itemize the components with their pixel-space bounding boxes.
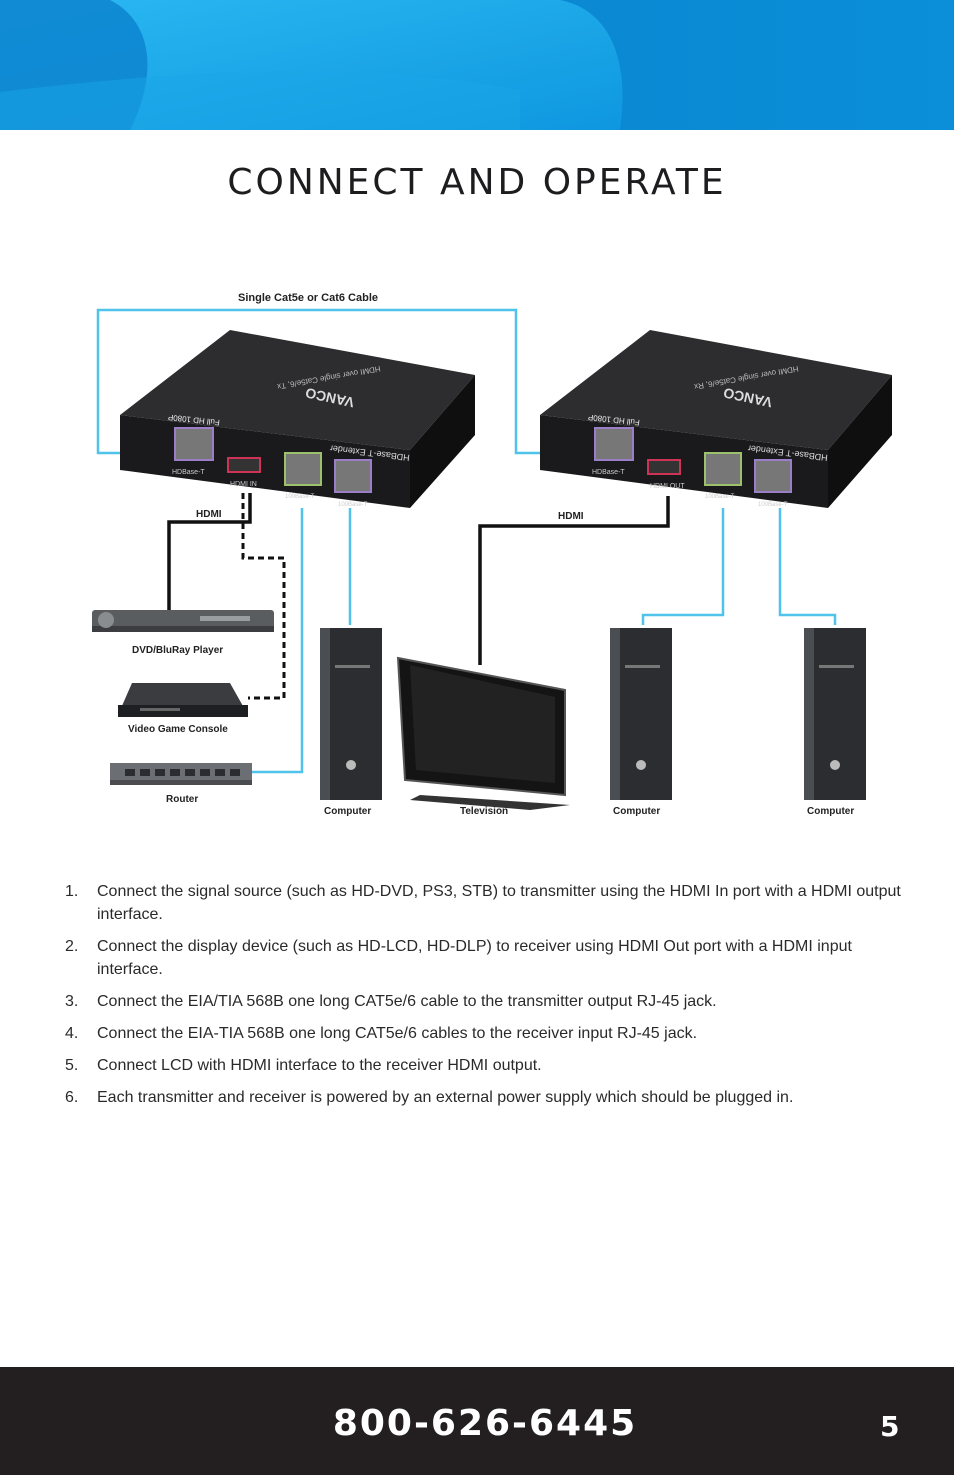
transmitter-hdmi-label: HDMI IN [230,481,257,488]
transmitter-hdbaset-port [174,427,214,461]
step-text: Connect the EIA-TIA 568B one long CAT5e/… [97,1025,698,1042]
page-title: CONNECT AND OPERATE [227,162,727,203]
step-number: 1. [65,883,79,900]
step-text: Each transmitter and receiver is powered… [97,1089,794,1106]
computer-2-label: Computer [613,806,660,817]
list-item: 1. Connect the signal source (such as HD-… [60,880,920,926]
transmitter-lan1-label: 100Base-T [285,494,315,500]
transmitter-lan1-port [284,452,322,486]
hdmi-label-right: HDMI [558,511,584,522]
list-item: 5. Connect LCD with HDMI interface to the… [60,1054,920,1077]
console-label: Video Game Console [128,724,228,735]
receiver-hdmi-label: HDMI OUT [650,483,685,490]
step-text: Connect the EIA/TIA 568B one long CAT5e/… [97,993,717,1010]
step-number: 5. [65,1057,79,1074]
step-text: Connect the display device (such as HD-L… [97,938,852,978]
computer-1-label: Computer [324,806,371,817]
receiver-lan1-label: 100Base-T [705,494,735,500]
phone-number: 800-626-6445 [332,1403,638,1444]
transmitter-lan2-label: 100Base-T [338,502,368,508]
connection-diagram: Single Cat5e or Cat6 Cable HDMI HDMI VAN… [92,292,892,817]
console-hdmi-cable [241,493,286,700]
receiver-unit: VANCO HDMI over single Cat5e/6, Rx HDBas… [540,330,892,508]
receiver-lan2-port [754,459,792,493]
transmitter-hdmi-port [227,457,261,473]
step-text: Connect the signal source (such as HD-DV… [97,883,901,923]
list-item: 3. Connect the EIA/TIA 568B one long CAT5… [60,990,920,1013]
transmitter-lan2-port [334,459,372,493]
computer-2 [610,628,672,800]
list-item: 6. Each transmitter and receiver is power… [60,1086,920,1109]
transmitter-hdbaset-label: HDBase-T [172,469,205,476]
instruction-list: 1. Connect the signal source (such as HD-… [60,880,920,1118]
step-number: 2. [65,938,79,955]
header-banner [0,0,954,130]
hdmi-cables [167,493,670,665]
step-number: 4. [65,1025,79,1042]
television [396,656,570,810]
cable-label: Single Cat5e or Cat6 Cable [238,292,378,304]
hdmi-label-left: HDMI [196,509,222,520]
receiver-hdbaset-port [594,427,634,461]
footer-bar [0,1367,954,1475]
list-item: 4. Connect the EIA-TIA 568B one long CAT5… [60,1022,920,1045]
dvd-player [92,610,274,632]
transmitter-unit: VANCO HDMI over single Cat5e/6, Tx HDBas… [120,330,475,508]
game-console [118,683,248,717]
step-text: Connect LCD with HDMI interface to the r… [97,1057,542,1074]
step-number: 6. [65,1089,79,1106]
dvd-label: DVD/BluRay Player [132,645,223,656]
receiver-hdmi-port [647,459,681,475]
router [110,763,252,785]
television-label: Television [460,806,508,817]
list-item: 2. Connect the display device (such as HD… [60,935,920,981]
computer-1 [320,628,382,800]
receiver-hdbaset-label: HDBase-T [592,469,625,476]
receiver-lan1-port [704,452,742,486]
computer-3-label: Computer [807,806,854,817]
receiver-lan2-label: 100Base-T [758,502,788,508]
step-number: 3. [65,993,79,1010]
page-number: 5 [880,1410,900,1443]
router-label: Router [166,794,198,805]
computer-3 [804,628,866,800]
